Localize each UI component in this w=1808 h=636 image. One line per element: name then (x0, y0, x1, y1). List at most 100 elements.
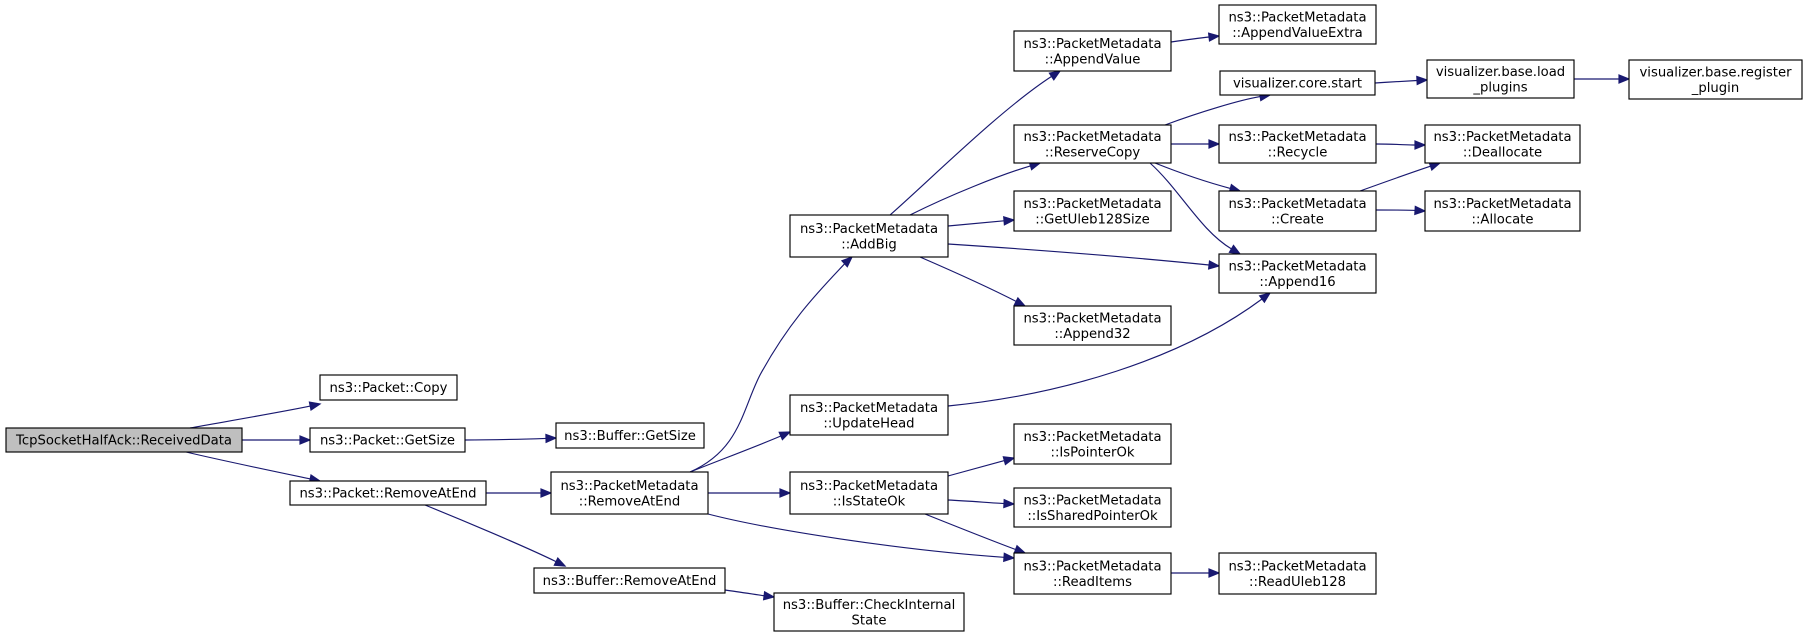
node-pm-ispointerok[interactable]: ns3::PacketMetadata::IsPointerOk (1013, 423, 1172, 465)
node-buffer-rae[interactable]: ns3::Buffer::RemoveAtEnd (533, 567, 726, 594)
node-label: visualizer.core.start (1233, 77, 1362, 92)
node-packet-getsize[interactable]: ns3::Packet::GetSize (309, 427, 466, 453)
node-box (1218, 552, 1377, 595)
node-label: ns3::Packet::GetSize (320, 434, 455, 449)
edge-line (947, 298, 1263, 407)
node-label: ::UpdateHead (823, 416, 914, 431)
edge-line (1149, 162, 1232, 250)
edge-pm_reservecopy-to-viz_core_start (1164, 91, 1272, 126)
edge-line (947, 220, 1005, 227)
node-box (1426, 59, 1575, 99)
node-pm-create[interactable]: ns3::PacketMetadata::Create (1218, 190, 1377, 232)
node-label: ns3::PacketMetadata (1023, 559, 1161, 574)
node-label: ns3::PacketMetadata (1228, 259, 1366, 274)
node-viz-register[interactable]: visualizer.base.register_plugin (1628, 59, 1803, 100)
node-packet-rae[interactable]: ns3::Packet::RemoveAtEnd (289, 480, 487, 506)
node-box (319, 374, 458, 401)
node-label: ns3::Buffer::CheckInternal (783, 598, 956, 613)
node-pm-dealloc[interactable]: ns3::PacketMetadata::Deallocate (1424, 124, 1581, 164)
node-pm-rae[interactable]: ns3::PacketMetadata::RemoveAtEnd (550, 471, 709, 515)
node-viz-core-start[interactable]: visualizer.core.start (1219, 70, 1376, 96)
arrow-head (553, 556, 567, 567)
node-label: ::AppendValue (1045, 52, 1141, 67)
edge-line (947, 243, 1210, 266)
node-box (1218, 124, 1377, 164)
node-label: ns3::PacketMetadata (1228, 10, 1366, 25)
node-label: ::AddBig (841, 237, 897, 252)
node-label: ns3::PacketMetadata (1023, 430, 1161, 445)
node-label: _plugin (1691, 81, 1739, 96)
node-label: ::ReserveCopy (1045, 145, 1141, 160)
node-pm-allocate[interactable]: ns3::PacketMetadata::Allocate (1424, 190, 1581, 232)
node-box (789, 394, 949, 436)
node-pm-append32[interactable]: ns3::PacketMetadata::Append32 (1013, 305, 1172, 346)
node-pm-updatehead[interactable]: ns3::PacketMetadata::UpdateHead (789, 394, 949, 436)
edge-line (924, 513, 1016, 551)
node-pm-getuleb[interactable]: ns3::PacketMetadata::GetUleb128Size (1013, 190, 1172, 232)
node-viz-load[interactable]: visualizer.base.load_plugins (1426, 59, 1575, 99)
edge-packet_rae-to-pm_rae (485, 488, 553, 498)
node-label: ::AppendValueExtra (1232, 26, 1363, 41)
edge-line (1375, 143, 1416, 146)
arrow-head (1208, 139, 1221, 149)
node-pm-isstateok[interactable]: ns3::PacketMetadata::IsStateOk (789, 471, 949, 515)
node-label: ::IsSharedPointerOk (1027, 509, 1158, 524)
node-label: ns3::PacketMetadata (1228, 130, 1366, 145)
node-label: ::IsPointerOk (1051, 445, 1135, 460)
node-box (773, 592, 965, 632)
node-box (1218, 4, 1377, 45)
node-pm-reservecopy[interactable]: ns3::PacketMetadata::ReserveCopy (1013, 124, 1172, 164)
arrow-head (1414, 140, 1427, 150)
arrow-head (1208, 568, 1221, 578)
node-box (1013, 30, 1172, 72)
edge-line (189, 405, 311, 429)
node-box (1013, 305, 1172, 346)
arrow-head (840, 255, 854, 268)
node-box (1219, 70, 1376, 96)
node-box (1013, 487, 1172, 528)
node-label: ::Recycle (1268, 145, 1328, 160)
arrow-head (1003, 215, 1016, 226)
edge-pm_addbig-to-pm_append32 (919, 256, 1027, 307)
node-box (789, 471, 949, 515)
edge-pm_updatehead-to-pm_append16 (947, 292, 1272, 407)
edge-line (1154, 162, 1231, 189)
node-pm-avextra[interactable]: ns3::PacketMetadata::AppendValueExtra (1218, 4, 1377, 45)
node-box (309, 427, 466, 453)
node-pm-addbig[interactable]: ns3::PacketMetadata::AddBig (789, 214, 949, 258)
edge-pm_isstateok-to-pm_ispointerok (947, 456, 1016, 477)
edge-line (947, 499, 1005, 505)
edge-viz_load-to-viz_register (1573, 74, 1631, 84)
edge-packet_rae-to-buffer_rae (424, 504, 567, 567)
edge-pm_recycle-to-pm_dealloc (1375, 140, 1427, 150)
node-pm-readitems[interactable]: ns3::PacketMetadata::ReadItems (1013, 552, 1172, 595)
node-buffer-getsize[interactable]: ns3::Buffer::GetSize (555, 422, 705, 449)
node-pm-recycle[interactable]: ns3::PacketMetadata::Recycle (1218, 124, 1377, 164)
node-box (1218, 253, 1377, 294)
arrow-head (1048, 70, 1062, 81)
edge-line (919, 256, 1017, 302)
node-box (5, 427, 243, 453)
edge-root-to-packet_copy (189, 401, 322, 429)
node-root[interactable]: TcpSocketHalfAck::ReceivedData (5, 427, 243, 453)
node-label: ns3::PacketMetadata (1228, 197, 1366, 212)
edge-line (1359, 165, 1431, 192)
edge-line (464, 437, 547, 441)
arrow-head (540, 488, 553, 498)
node-pm-readuleb[interactable]: ns3::PacketMetadata::ReadUleb128 (1218, 552, 1377, 595)
edge-line (1164, 96, 1261, 126)
node-pm-issharedok[interactable]: ns3::PacketMetadata::IsSharedPointerOk (1013, 487, 1172, 528)
node-label: ns3::PacketMetadata (1433, 197, 1571, 212)
arrow-head (1013, 296, 1027, 307)
node-label: ns3::PacketMetadata (800, 222, 938, 237)
node-pm-append16[interactable]: ns3::PacketMetadata::Append16 (1218, 253, 1377, 294)
edge-pm_isstateok-to-pm_readitems (924, 513, 1027, 554)
node-pm-appendvalue[interactable]: ns3::PacketMetadata::AppendValue (1013, 30, 1172, 72)
node-label: TcpSocketHalfAck::ReceivedData (15, 434, 232, 449)
node-box (533, 567, 726, 594)
node-packet-copy[interactable]: ns3::Packet::Copy (319, 374, 458, 401)
arrow-head (1003, 498, 1016, 509)
arrow-head (762, 590, 776, 601)
node-label: visualizer.base.load (1436, 65, 1565, 80)
